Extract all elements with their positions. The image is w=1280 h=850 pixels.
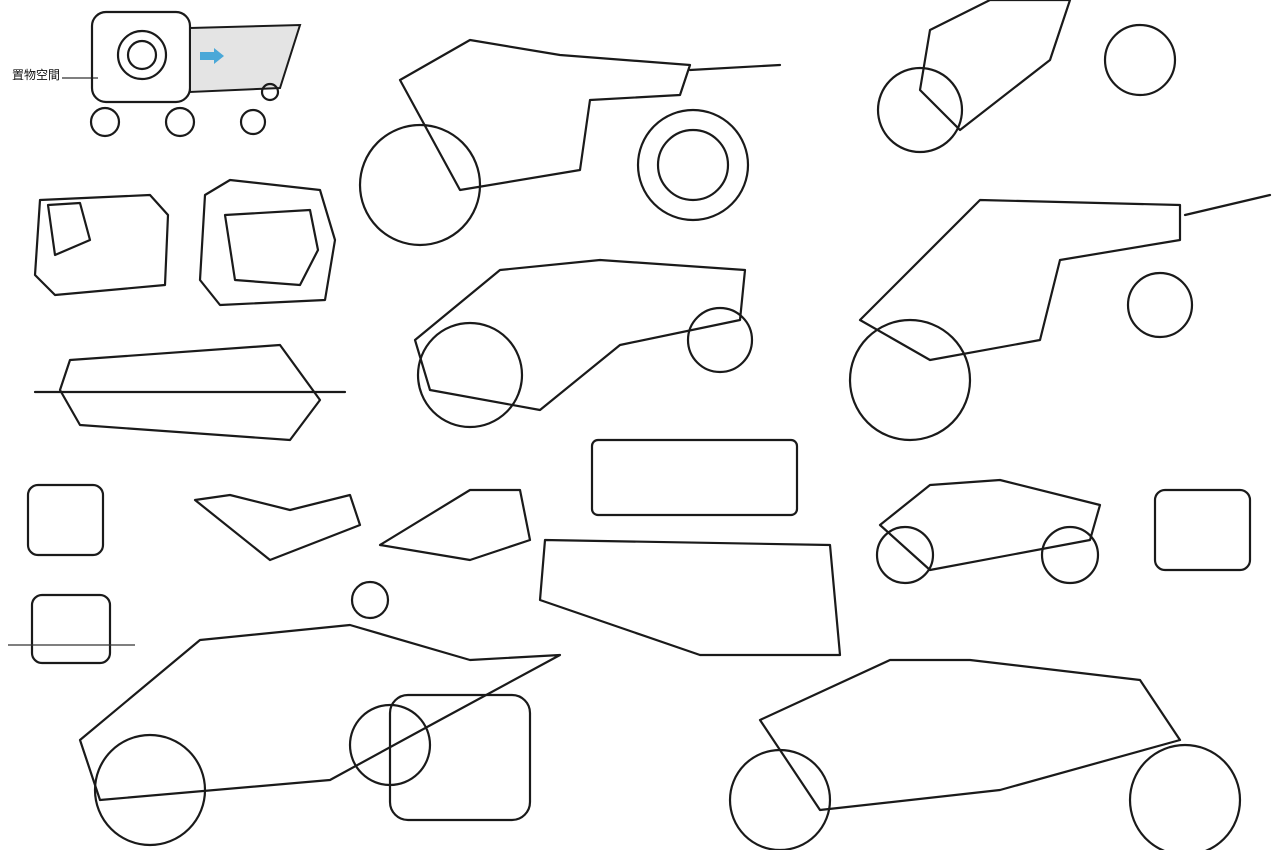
motorcycle-sketches — [8, 0, 1272, 850]
cargo-cart-sketch — [62, 10, 302, 138]
storage-space-label: 置物空間 — [12, 68, 61, 82]
module-sketches — [33, 178, 842, 657]
